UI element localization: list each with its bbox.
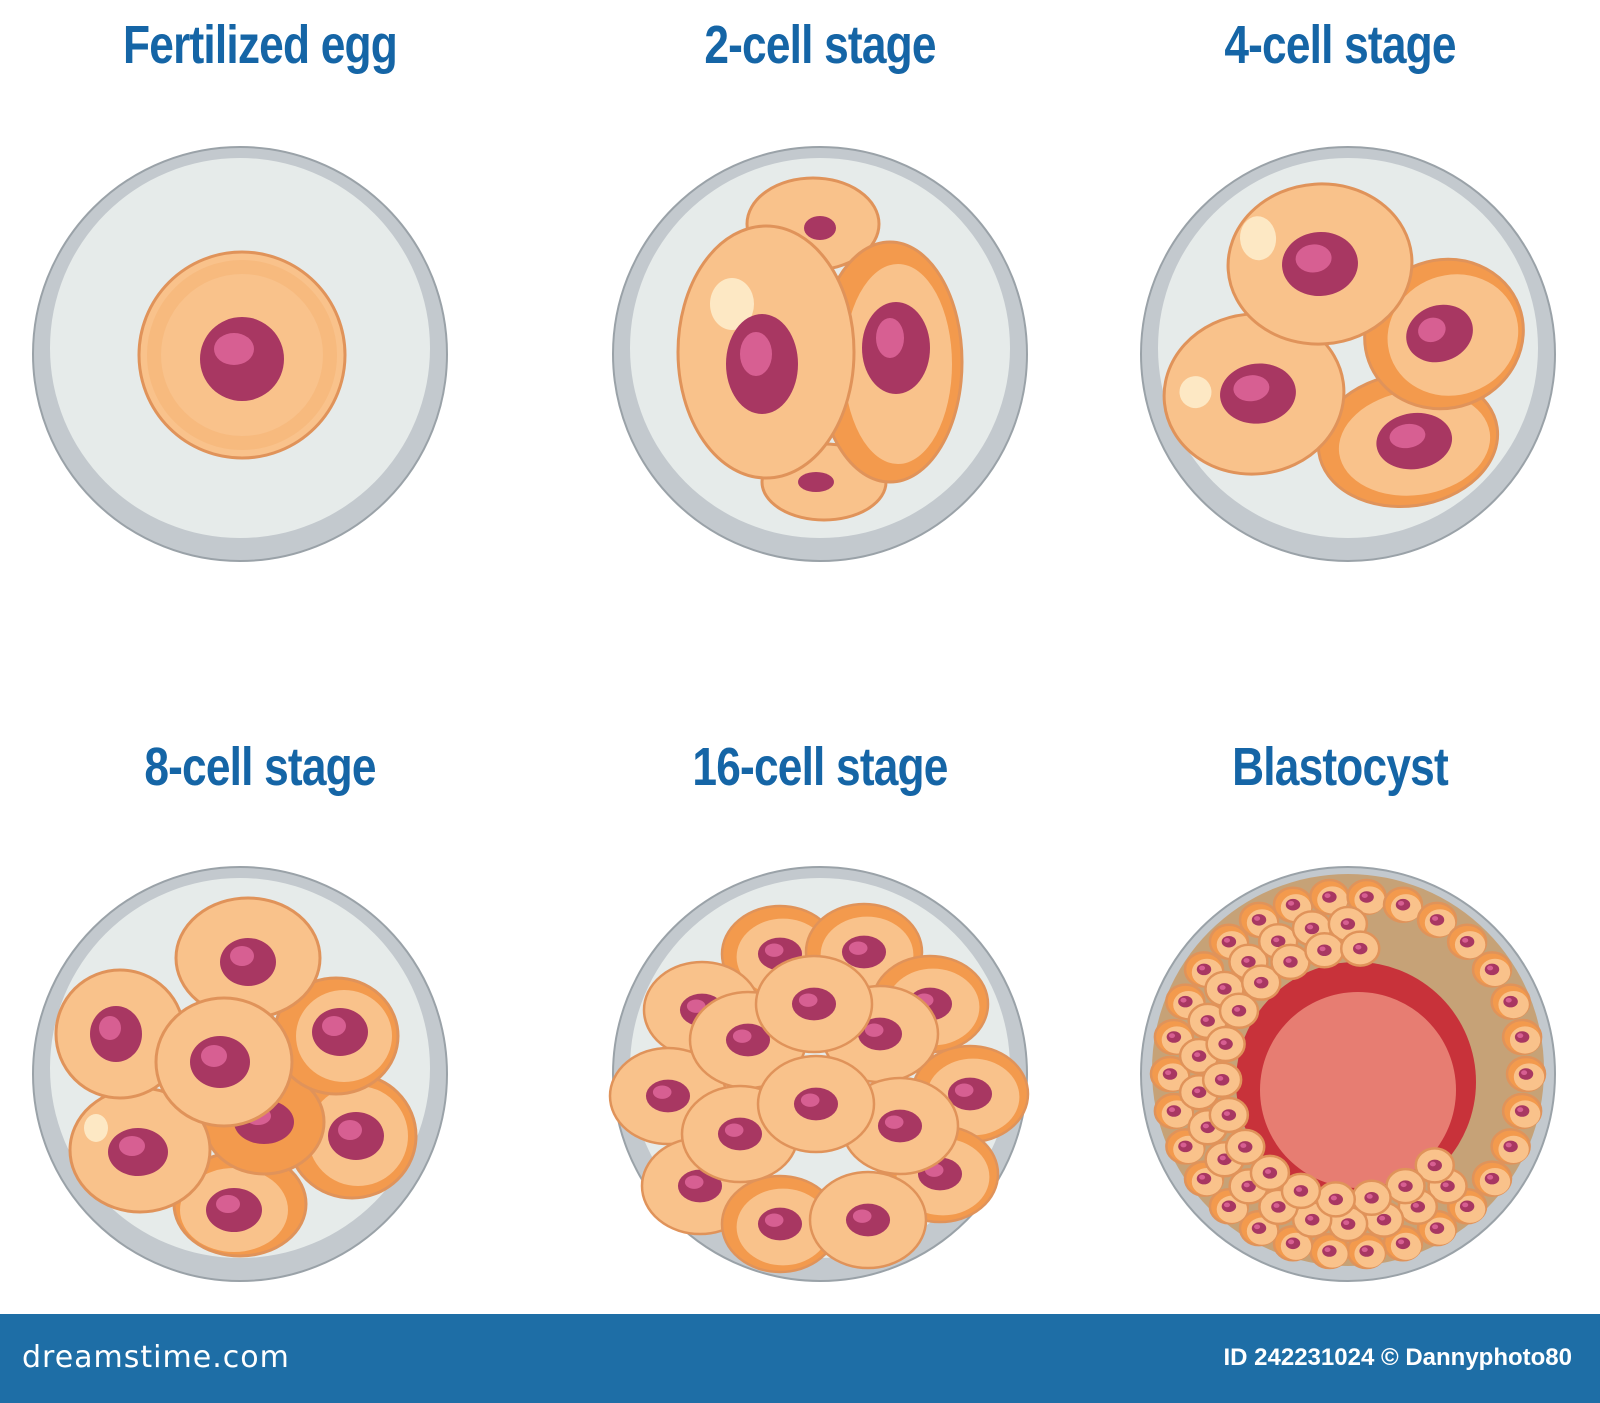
stage-panel-2-cell: 2-cell stage <box>560 0 1080 640</box>
blastomere <box>1471 951 1513 988</box>
blastomere <box>720 1174 840 1274</box>
blastomere <box>1162 312 1346 476</box>
blastomere <box>172 1150 308 1258</box>
blastomere-left-highlight <box>710 278 754 330</box>
blastomere <box>754 954 874 1054</box>
stage-title: 4-cell stage <box>1224 15 1456 75</box>
stage-panel-fertilized-egg: Fertilized egg <box>0 0 520 640</box>
cell-inner-ring <box>147 260 337 450</box>
four-cell-illustration <box>1140 146 1556 562</box>
blastomere <box>1205 1025 1246 1063</box>
blastomere <box>1240 964 1282 1001</box>
blastomere <box>1446 1188 1488 1225</box>
blastomere <box>1351 1179 1392 1217</box>
stage-panel-4-cell: 4-cell stage <box>1080 0 1600 640</box>
stage-title: Blastocyst <box>1232 737 1449 797</box>
site-name: dreamstime.com <box>22 1340 290 1375</box>
stage-title: 8-cell stage <box>144 737 376 797</box>
blastomere-left-nucleus-highlight <box>740 332 772 376</box>
sixteen-cell-illustration <box>608 866 1030 1282</box>
blastomere <box>1315 1181 1357 1218</box>
blastomere <box>1446 923 1488 960</box>
blastomere <box>1501 1092 1543 1130</box>
blastomere <box>1339 930 1381 967</box>
blastomere <box>1280 1172 1322 1210</box>
stage-title: Fertilized egg <box>123 15 398 75</box>
blastomere <box>1414 1147 1456 1184</box>
blastocyst-illustration <box>1140 866 1556 1282</box>
blastomere <box>1249 1154 1291 1192</box>
polar-body-bottom-nucleus <box>798 472 834 492</box>
blastomere <box>68 1086 212 1214</box>
eight-cell-illustration <box>32 866 448 1282</box>
blastomere <box>1226 182 1414 346</box>
stage-title: 2-cell stage <box>704 15 936 75</box>
blastomere <box>154 996 294 1128</box>
blastocoel <box>1260 992 1456 1188</box>
blastomere <box>1218 992 1260 1030</box>
polar-body-top-nucleus <box>804 216 836 240</box>
blastomere <box>1382 886 1424 923</box>
blastomere <box>1309 878 1350 916</box>
stage-panel-blastocyst: Blastocyst <box>1080 720 1600 1310</box>
blastomere <box>1270 943 1311 981</box>
blastomere <box>1346 878 1387 916</box>
fertilized-egg-illustration <box>32 146 448 562</box>
blastomere-right-nucleus-highlight <box>876 318 904 358</box>
blastomere <box>1201 1061 1243 1098</box>
stage-panel-8-cell: 8-cell stage <box>0 720 520 1310</box>
blastomere <box>1183 951 1225 988</box>
blastomere <box>174 896 322 1020</box>
blastomere <box>272 976 400 1096</box>
blastomere <box>808 1170 928 1270</box>
blastomere <box>1149 1055 1191 1093</box>
nucleus-highlight <box>214 333 254 365</box>
image-credit: ID 242231024 © Dannyphoto80 <box>1223 1344 1573 1371</box>
blastomere <box>680 1084 800 1184</box>
blastomere <box>756 1054 876 1154</box>
blastomere <box>1505 1055 1547 1093</box>
blastomere <box>1490 983 1531 1020</box>
blastomere <box>1304 931 1345 969</box>
blastomere <box>1208 1096 1250 1134</box>
blastomere <box>1490 1128 1531 1165</box>
blastomere <box>1385 1167 1426 1205</box>
blastomere <box>1416 901 1458 939</box>
stage-panel-16-cell: 16-cell stage <box>560 720 1080 1310</box>
two-cell-illustration <box>612 146 1028 562</box>
footer-bar: dreamstime.com ID 242231024 © Dannyphoto… <box>0 1314 1600 1403</box>
blastomere <box>1501 1018 1543 1056</box>
stage-title: 16-cell stage <box>692 737 948 797</box>
blastomere <box>1471 1160 1513 1197</box>
blastomere <box>1224 1128 1266 1166</box>
